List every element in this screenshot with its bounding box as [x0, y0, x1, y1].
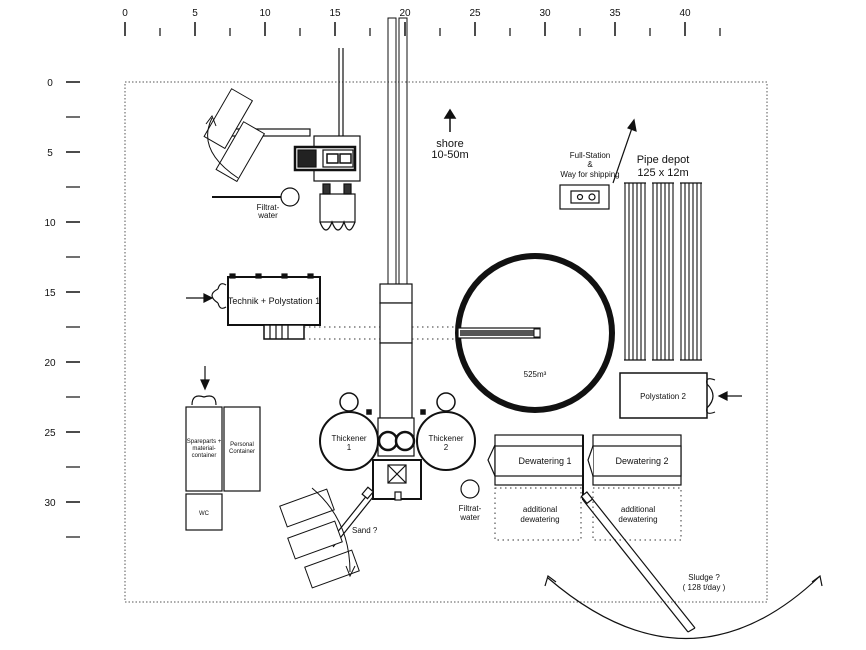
thickener-1-label: Thickener [331, 434, 366, 443]
shore-arrow [443, 108, 457, 132]
dewatering-1-label: Dewatering 1 [518, 456, 571, 466]
central-process-unit [372, 283, 422, 501]
spareparts-arrow [200, 366, 210, 391]
thickener-2-label: Thickener [428, 434, 463, 443]
x-tick-label: 35 [609, 8, 621, 19]
y-tick-label: 25 [44, 428, 56, 439]
additional-dewatering-1-label-2: dewatering [520, 515, 559, 524]
technik-polystation-1-label: Technik + Polystation 1 [228, 296, 320, 306]
sludge-amount-label: ( 128 t/day ) [683, 583, 726, 592]
y-tick-label: 10 [44, 218, 56, 229]
shipping-arrow [612, 118, 637, 184]
inlet-machine [231, 48, 361, 231]
y-tick-label: 5 [47, 148, 53, 159]
sand-label: Sand ? [352, 526, 378, 535]
filtrate-water-bottom-label: Filtrat- [459, 504, 482, 513]
y-tick-label: 15 [44, 288, 56, 299]
y-tick-label: 0 [47, 78, 53, 89]
sludge-swing-arc [544, 574, 823, 639]
thickener-2 [416, 392, 476, 471]
conveyor-pipes [387, 17, 408, 285]
dewatering-2 [587, 434, 682, 486]
rotating-panels-top [203, 88, 266, 183]
y-tick-label: 30 [44, 498, 56, 509]
filtrate-water-bottom-label-2: water [459, 513, 480, 522]
pipe-stack [624, 182, 646, 361]
x-tick-label: 10 [259, 8, 271, 19]
personal-container-label-2: Container [229, 449, 255, 455]
pipe-stack [680, 182, 702, 361]
filtrate-circle-top [212, 187, 300, 207]
polystation-2-inlet-arrow [717, 391, 742, 401]
tank-volume-label: 525m³ [524, 370, 547, 379]
technik-polystation-1-container [211, 273, 321, 340]
additional-dewatering-2-label-2: dewatering [618, 515, 657, 524]
polystation-2-container [619, 372, 716, 419]
spareparts-label-2: material- [192, 446, 215, 452]
pipe-depot-size-label: 125 x 12m [637, 167, 688, 179]
x-tick-label: 15 [329, 8, 341, 19]
y-tick-label: 20 [44, 358, 56, 369]
shore-distance-label: 10-50m [431, 149, 468, 161]
spareparts-container [185, 395, 223, 492]
spareparts-label: Spareparts + [187, 439, 222, 445]
additional-dewatering-2-label: additional [621, 505, 655, 514]
x-tick-label: 5 [192, 8, 198, 19]
x-tick-label: 20 [399, 8, 411, 19]
personal-container [223, 406, 261, 492]
additional-dewatering-areas [494, 487, 682, 541]
fullstation-amp-label: & [587, 160, 593, 169]
wc-container [185, 493, 223, 531]
sand-panels [279, 487, 360, 589]
pipe-depot-label: Pipe depot [637, 154, 690, 166]
x-tick-label: 40 [679, 8, 691, 19]
fullstation-label: Full-Station [570, 151, 610, 160]
spareparts-label-3: container [192, 453, 217, 459]
shore-label: shore [436, 138, 464, 150]
fullstation-box [559, 184, 610, 210]
dewatering-2-label: Dewatering 2 [615, 456, 668, 466]
y-axis-ruler: 0 5 10 15 20 25 30 [44, 78, 80, 538]
thickener-1 [319, 392, 379, 471]
x-tick-label: 30 [539, 8, 551, 19]
fullstation-shipping-label: Way for shipping [560, 170, 619, 179]
polystation-2-label: Polystation 2 [640, 392, 686, 401]
additional-dewatering-1-label: additional [523, 505, 557, 514]
pipe-stack [652, 182, 674, 361]
filtrate-circle-bottom [460, 479, 480, 499]
dewatering-1 [487, 434, 584, 500]
technik-inlet-arrow [186, 293, 214, 303]
filtrate-water-top-label: Filtrat- [257, 203, 280, 212]
wc-label: WC [199, 511, 210, 517]
x-tick-label: 25 [469, 8, 481, 19]
storage-tank [455, 253, 615, 413]
thickener-2-number: 2 [444, 443, 449, 452]
sludge-conveyor [580, 491, 696, 633]
sludge-label: Sludge ? [688, 573, 720, 582]
thickener-1-number: 1 [347, 443, 352, 452]
x-tick-label: 0 [122, 8, 128, 19]
filtrate-water-top-label-2: water [257, 211, 278, 220]
x-axis-ruler: 0 5 10 15 20 25 30 35 40 [122, 8, 721, 36]
personal-container-label: Personal [230, 442, 254, 448]
pipe-depot-stacks [624, 182, 702, 361]
